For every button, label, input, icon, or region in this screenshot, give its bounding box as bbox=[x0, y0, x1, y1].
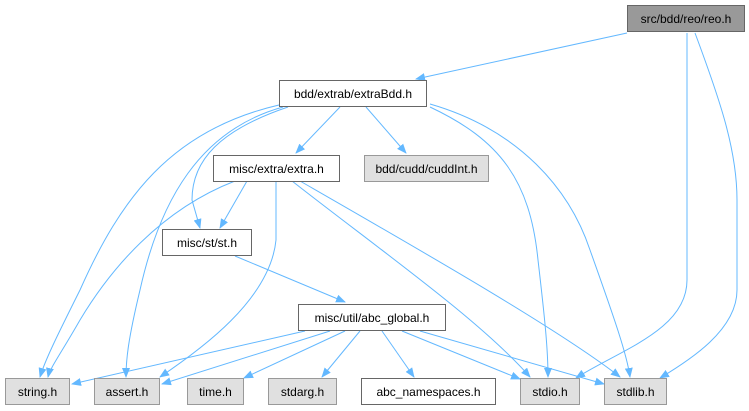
edge-extraBdd-cuddInt bbox=[365, 106, 407, 154]
edge-abc_global-time bbox=[243, 330, 346, 379]
node-cuddInt-h: bdd/cudd/cuddInt.h bbox=[364, 155, 489, 182]
edge-extraBdd-stdio bbox=[429, 106, 552, 378]
edge-extraBdd-extra bbox=[295, 106, 341, 154]
node-extra-h[interactable]: misc/extra/extra.h bbox=[213, 155, 340, 182]
edge-extra-stdlib bbox=[299, 180, 621, 378]
node-stdlib-h: stdlib.h bbox=[604, 378, 667, 405]
edge-abc_global-stdlib bbox=[419, 330, 605, 386]
edge-extra-assert bbox=[159, 181, 277, 378]
node-extraBdd-h[interactable]: bdd/extrab/extraBdd.h bbox=[279, 80, 427, 107]
node-reo-h[interactable]: src/bdd/reo/reo.h bbox=[627, 5, 745, 32]
node-abc-global-h[interactable]: misc/util/abc_global.h bbox=[298, 304, 446, 331]
edge-extra-st bbox=[219, 180, 248, 229]
edge-abc_global-string bbox=[71, 330, 306, 386]
edge-extra-string bbox=[46, 180, 236, 378]
node-stdio-h: stdio.h bbox=[520, 378, 580, 405]
edge-abc_global-namespaces bbox=[381, 330, 415, 378]
edge-abc_global-stdio bbox=[401, 330, 521, 380]
edge-reo-extraBdd bbox=[415, 32, 628, 81]
edge-reo-stdio bbox=[575, 33, 688, 379]
node-stdarg-h: stdarg.h bbox=[268, 378, 337, 405]
edge-extraBdd-string bbox=[38, 104, 280, 378]
node-assert-h: assert.h bbox=[94, 378, 160, 405]
edge-abc_global-stdarg bbox=[321, 330, 361, 378]
edge-extra-stdio bbox=[291, 180, 531, 378]
node-time-h: time.h bbox=[187, 378, 244, 405]
edge-abc_global-assert bbox=[161, 330, 331, 386]
edge-extraBdd-stdlib bbox=[429, 103, 633, 378]
edge-st-abc_global bbox=[234, 255, 346, 303]
node-abc-namespaces-h[interactable]: abc_namespaces.h bbox=[361, 378, 496, 405]
edge-extraBdd-st bbox=[191, 106, 289, 229]
edge-reo-stdlib bbox=[659, 32, 738, 379]
node-st-h[interactable]: misc/st/st.h bbox=[162, 229, 252, 256]
edge-extraBdd-assert bbox=[122, 106, 284, 378]
node-string-h: string.h bbox=[5, 378, 70, 405]
